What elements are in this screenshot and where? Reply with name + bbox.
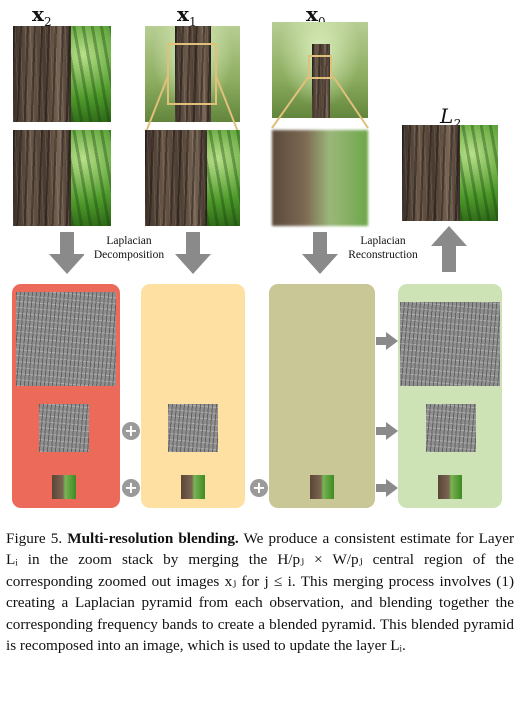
figure-title: Multi-resolution blending. — [67, 530, 239, 547]
image-l2 — [402, 125, 498, 221]
arrow-right-mid — [376, 422, 398, 440]
label-x1: x1 — [177, 2, 197, 29]
pyramid-level-mid-x1 — [168, 404, 218, 452]
plus-icon: + — [250, 479, 268, 497]
arrow-down-x1 — [175, 232, 211, 274]
label-laplacian-reconstruction: Laplacian Reconstruction — [340, 234, 426, 262]
label-laplacian-decomposition: Laplacian Decomposition — [84, 234, 174, 262]
image-x1 — [145, 26, 240, 122]
image-x2 — [13, 26, 111, 122]
pyramid-panel-x1 — [141, 284, 245, 508]
image-x0 — [272, 22, 368, 118]
plus-icon: + — [122, 479, 140, 497]
pyramid-level-low-x0 — [310, 475, 334, 499]
label-x2: x2 — [32, 2, 52, 29]
image-x0-crop — [272, 130, 368, 226]
pyramid-level-mid-blended — [426, 404, 476, 452]
figure-number: Figure 5. — [6, 530, 63, 547]
image-x1-crop — [145, 130, 240, 226]
pyramid-level-high-x2 — [16, 292, 116, 386]
pyramid-level-low-x1 — [181, 475, 205, 499]
arrow-right-low — [376, 479, 398, 497]
label-l2: L2 — [440, 104, 461, 131]
pyramid-panel-blended — [398, 284, 502, 508]
pyramid-panel-x0 — [269, 284, 375, 508]
caption-body: We produce a consistent estimate for Lay… — [6, 530, 515, 655]
pyramid-level-low-x2 — [52, 475, 76, 499]
arrow-down-x2 — [49, 232, 85, 274]
pyramid-level-high-blended — [400, 302, 500, 386]
arrow-right-high — [376, 332, 398, 350]
image-x2-crop — [13, 130, 111, 226]
pyramid-level-mid-x2 — [39, 404, 89, 452]
figure-caption: Figure 5. Multi-resolution blending. We … — [6, 528, 514, 656]
pyramid-level-low-blended — [438, 475, 462, 499]
arrow-down-x0 — [302, 232, 338, 274]
zoom-connector-lines — [145, 75, 369, 133]
plus-icon: + — [122, 422, 140, 440]
arrow-up-l2 — [431, 226, 467, 272]
pyramid-panel-x2 — [12, 284, 120, 508]
